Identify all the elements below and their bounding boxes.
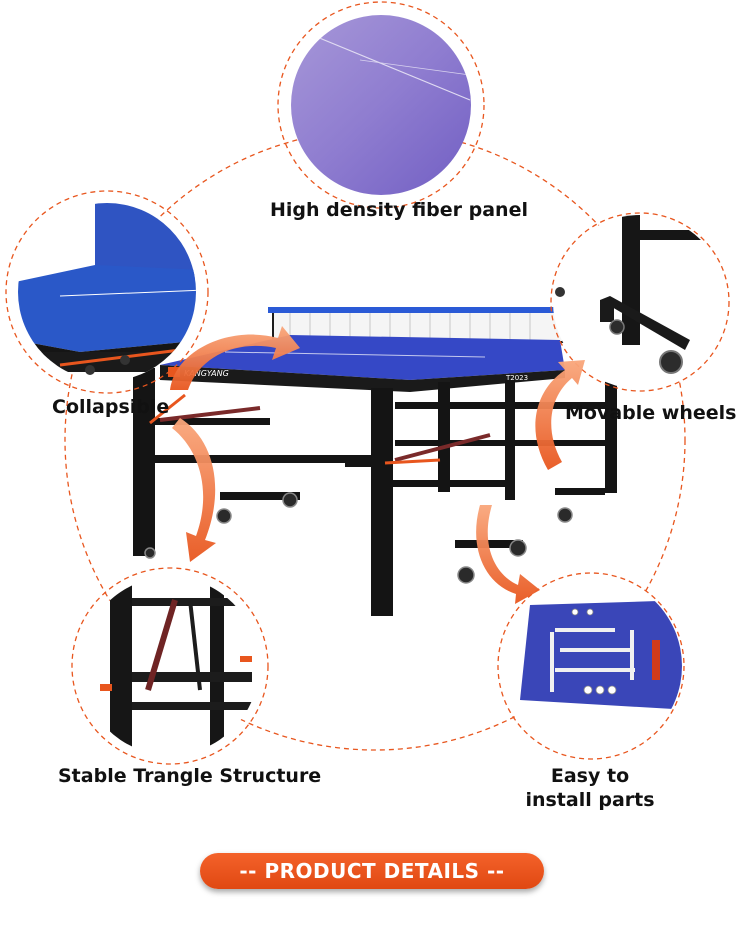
fiber-panel-photo [291, 15, 471, 195]
model-label: T2023 [505, 374, 528, 382]
wheels-ring [550, 212, 730, 392]
collapsible-photo [18, 203, 196, 381]
collapsible-ring [5, 190, 209, 394]
product-details-button[interactable]: -- PRODUCT DETAILS -- [200, 853, 544, 889]
fiber-panel-ring [277, 1, 485, 209]
easy-install-label: Easy to install parts [520, 764, 660, 812]
structure-photo [81, 577, 259, 755]
movable-wheels-label: Movable wheels [565, 402, 737, 424]
collapsible-label: Collapsible [52, 396, 170, 418]
easy-install-line2: install parts [525, 789, 655, 811]
brand-logo: KANGYANG [184, 369, 229, 378]
easy-install-line1: Easy to [550, 765, 630, 787]
wheels-photo [553, 215, 727, 389]
structure-ring [71, 567, 269, 765]
fiber-panel-label: High density fiber panel [270, 199, 528, 221]
ping-pong-table: KANGYANG T2023 [133, 307, 617, 616]
arrows [170, 326, 585, 604]
parts-ring [497, 572, 685, 760]
parts-photo [500, 575, 682, 757]
stable-structure-label: Stable Trangle Structure [58, 765, 322, 787]
